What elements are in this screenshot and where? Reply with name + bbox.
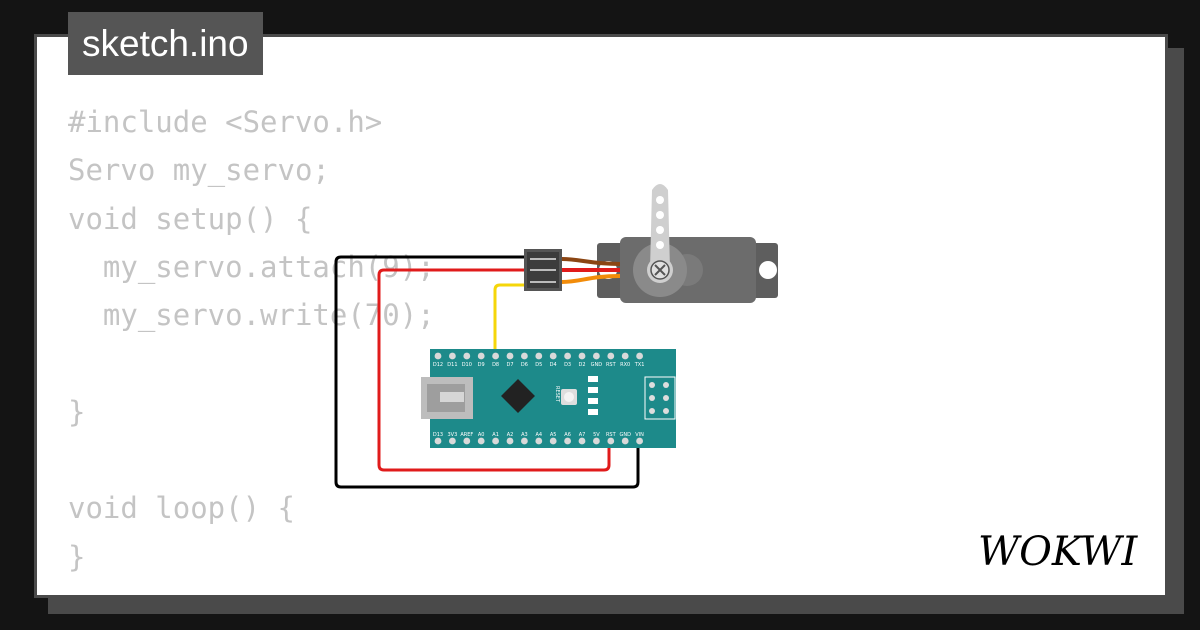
pin-label: D9 (478, 362, 485, 368)
pin-label: GND (591, 362, 603, 368)
code-line: } (68, 539, 86, 574)
pin-label: D13 (433, 432, 443, 438)
header-pin[interactable] (434, 437, 442, 445)
pin-label: AREF (460, 432, 473, 438)
header-pin[interactable] (449, 437, 456, 445)
pin-label: A7 (579, 432, 586, 438)
file-tab-title: sketch.ino (82, 23, 249, 64)
pin-label: D4 (550, 362, 557, 368)
file-tab[interactable]: sketch.ino (68, 12, 263, 75)
pin-label: D10 (462, 362, 472, 368)
header-pin[interactable] (492, 352, 499, 360)
pin-label: A2 (507, 432, 514, 438)
pin-label: D11 (447, 362, 457, 368)
power-wire[interactable] (377, 268, 611, 472)
header-pin[interactable] (636, 352, 643, 360)
header-pin[interactable] (564, 352, 571, 360)
pin-label: D6 (521, 362, 528, 368)
pin-label: 3V3 (448, 432, 458, 438)
header-pin[interactable] (564, 437, 571, 445)
code-line: void loop() { (68, 491, 295, 526)
header-pin[interactable] (506, 437, 514, 445)
pin-label: A5 (550, 432, 557, 438)
pin-label: A1 (492, 432, 499, 438)
header-pin[interactable] (535, 437, 543, 445)
header-pin[interactable] (449, 352, 456, 360)
pin-label: 5V (593, 432, 600, 438)
sketch-panel (34, 34, 1168, 598)
pin-label: D3 (564, 362, 571, 368)
wokwi-logo-text: WOKWI (978, 529, 1138, 573)
header-pin[interactable] (521, 352, 528, 360)
pin-label: D8 (492, 362, 499, 368)
header-pin[interactable] (593, 437, 600, 445)
pin-label: D7 (506, 362, 513, 368)
status-leds (588, 376, 598, 415)
pin-label: D5 (535, 362, 542, 368)
code-line: Servo my_servo; (68, 153, 330, 188)
pin-label: A6 (564, 432, 571, 438)
header-pin[interactable] (549, 352, 557, 360)
header-pin[interactable] (607, 352, 615, 360)
pin-label: VIN (635, 432, 644, 438)
reset-label: RESET (554, 386, 560, 403)
pin-label: GND (619, 432, 631, 438)
header-pin[interactable] (578, 352, 586, 360)
header-pin[interactable] (492, 437, 499, 445)
pin-label: TX1 (634, 362, 645, 368)
header-pin[interactable] (578, 437, 586, 445)
servo-motor[interactable] (524, 184, 778, 303)
header-pin[interactable] (621, 352, 629, 360)
header-pin[interactable] (521, 437, 528, 445)
pin-label: A4 (535, 432, 542, 438)
pin-label: RX0 (620, 362, 630, 368)
pin-label: D2 (578, 362, 585, 368)
header-pin[interactable] (535, 352, 543, 360)
code-line: #include <Servo.h> (68, 105, 383, 139)
header-pin[interactable] (636, 437, 643, 445)
header-pin[interactable] (549, 437, 557, 445)
signal-wire[interactable] (493, 283, 528, 355)
header-pin[interactable] (621, 437, 629, 445)
header-pin[interactable] (463, 352, 471, 360)
pin-label: A3 (521, 432, 528, 438)
pin-label: RST (606, 362, 617, 368)
header-pin[interactable] (506, 352, 514, 360)
header-pin[interactable] (593, 352, 600, 360)
header-pin[interactable] (463, 437, 471, 445)
microcontroller-chip (501, 379, 535, 413)
header-pin[interactable] (434, 352, 442, 360)
pin-label: A0 (478, 432, 485, 438)
code-line: void setup() { (68, 201, 313, 236)
wokwi-logo: WOKWI (978, 529, 1138, 573)
header-pin[interactable] (607, 437, 615, 445)
code-line: } (68, 394, 86, 429)
ground-wire[interactable] (334, 255, 640, 489)
header-pin[interactable] (477, 352, 485, 360)
pin-label: D12 (433, 362, 443, 368)
header-pin[interactable] (477, 437, 485, 445)
pin-label: RST (606, 432, 617, 438)
